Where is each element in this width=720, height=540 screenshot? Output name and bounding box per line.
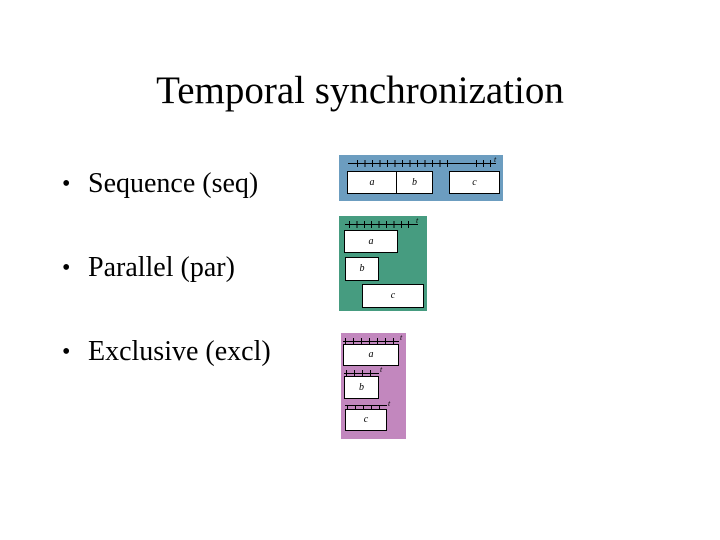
time-axis: t: [345, 399, 391, 411]
time-axis: t: [345, 217, 418, 228]
exclusive-diagram: t a t b t c: [341, 333, 406, 439]
slide-title: Temporal synchronization: [156, 69, 564, 112]
sequence-diagram: t a b c: [339, 155, 503, 201]
interval-box-c: c: [345, 409, 387, 431]
bullet-item-sequence: • Sequence (seq): [62, 168, 258, 200]
bullet-marker: •: [62, 339, 71, 365]
time-axis-label: t: [494, 155, 497, 164]
interval-box-b: b: [396, 171, 433, 194]
time-axis-label: t: [400, 333, 403, 342]
time-axis-ticks: [347, 406, 385, 411]
bullet-marker: •: [62, 171, 71, 197]
time-axis-ticks: [357, 160, 449, 167]
interval-box-a: a: [347, 171, 397, 194]
time-axis-ticks: [346, 370, 377, 377]
interval-box-b: b: [344, 376, 379, 399]
bullet-item-parallel: • Parallel (par): [62, 252, 235, 284]
parallel-diagram: t a b c: [339, 216, 427, 311]
time-axis-label: t: [380, 365, 383, 374]
time-axis-label: t: [416, 216, 419, 225]
time-axis: t: [344, 366, 382, 377]
interval-box-a: a: [343, 344, 399, 366]
time-axis: t: [343, 334, 402, 345]
bullet-label: Sequence (seq): [88, 168, 259, 199]
bullet-label: Parallel (par): [88, 252, 235, 283]
time-axis: t: [348, 156, 496, 167]
time-axis-ticks: [476, 160, 493, 167]
bullet-item-exclusive: • Exclusive (excl): [62, 336, 271, 368]
time-axis-label: t: [388, 399, 391, 408]
bullet-label: Exclusive (excl): [88, 336, 271, 367]
time-axis-ticks: [349, 221, 415, 228]
time-axis-line: [345, 405, 387, 406]
bullet-marker: •: [62, 255, 71, 281]
interval-box-c: c: [449, 171, 500, 194]
interval-box-a: a: [344, 230, 398, 253]
interval-box-b: b: [345, 257, 379, 281]
interval-box-c: c: [362, 284, 424, 308]
time-axis-ticks: [345, 338, 395, 345]
